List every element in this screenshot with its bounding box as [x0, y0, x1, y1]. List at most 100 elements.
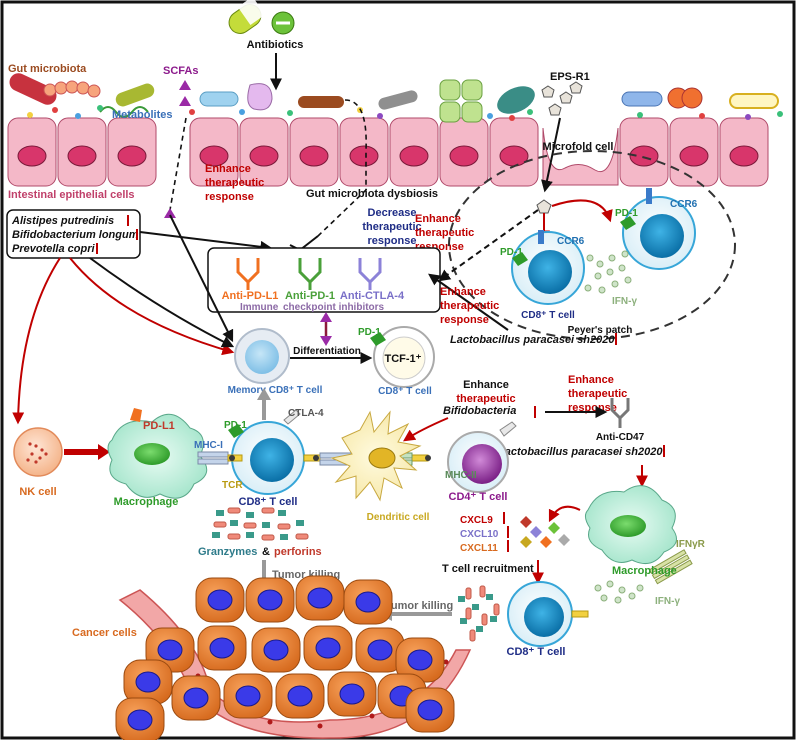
- anti-cd47-label: Anti-CD47: [596, 432, 645, 443]
- cancer-nucleus: [339, 683, 365, 705]
- enhance-response-3-line3: response: [440, 314, 489, 326]
- enhance-response-3-line1: Enhance: [440, 286, 486, 298]
- enhance-response-1-line1: Enhance: [205, 163, 251, 175]
- decrease-response-line1: Decrease: [368, 207, 417, 219]
- enhance-response-2-line2: therapeutic: [415, 227, 474, 239]
- perforins-label: perforins: [274, 546, 322, 558]
- memory-cd8-t-cell: [234, 328, 290, 384]
- epithelial-nucleus: [729, 145, 759, 167]
- cancer-nucleus: [417, 699, 443, 721]
- memory-cell-label: Memory CD8⁺ T cell: [228, 385, 323, 396]
- anti-ctla-4-antibody-icon: [358, 258, 382, 290]
- icb-immune-label: Immune: [240, 302, 279, 313]
- epithelial-nucleus: [199, 145, 229, 167]
- eps-r1-label: EPS-R1: [550, 71, 590, 83]
- lactobacillus-2-label: Lactobacillus paracasei sh2020: [498, 446, 663, 458]
- cxcl11-label: CXCL11: [460, 543, 498, 554]
- patch-to-icb-dashed-arrow: [438, 209, 539, 282]
- ctla4-label: CTLA-4: [288, 408, 324, 419]
- pd1-label-top: PD-1: [615, 208, 638, 219]
- cxcl10-label: CXCL10: [460, 529, 499, 540]
- lactobacillus-1-label: Lactobacillus paracasei sh2020: [450, 334, 615, 346]
- epithelial-nucleus: [67, 145, 97, 167]
- enhance-response-3-line2: therapeutic: [440, 300, 499, 312]
- cd4-t-cell: [447, 421, 517, 493]
- epithelial-nucleus: [299, 145, 329, 167]
- epithelial-nucleus: [117, 145, 147, 167]
- epithelial-cells-label: Intestinal epithelial cells: [8, 189, 135, 201]
- nk-to-macrophage-arrowhead: [98, 444, 110, 460]
- microfold-cell-label: Microfold cell: [543, 141, 614, 153]
- pd-l1-label: PD-L1: [143, 420, 175, 432]
- tcf1-t-cell: [370, 326, 435, 388]
- cancer-nucleus: [287, 685, 313, 707]
- cancer-cells-cluster: [115, 575, 455, 740]
- cancer-nucleus: [183, 687, 209, 709]
- epithelial-nucleus: [17, 145, 47, 167]
- cd8-bottom-label: CD8⁺ T cell: [507, 646, 566, 658]
- pd1-label-tcf: PD-1: [358, 327, 381, 338]
- scfas-label: SCFAs: [163, 65, 198, 77]
- cancer-nucleus: [209, 637, 235, 659]
- cxcl-up-arrows: [503, 512, 509, 552]
- enhance-4-word1: Enhance: [568, 374, 614, 386]
- enhance-response-4-line2: therapeutic: [456, 393, 515, 405]
- gut-microbiota-label: Gut microbiota: [8, 63, 87, 75]
- epithelial-nucleus: [449, 145, 479, 167]
- ifn-gamma-label-top: IFN-γ: [612, 296, 637, 307]
- ifngr-label: IFNγR: [676, 539, 706, 550]
- ifn-gamma-dots-bottom: [594, 580, 644, 604]
- anti-pd-l1-antibody-icon: [236, 258, 260, 290]
- enhance-response-1-line3: response: [205, 191, 254, 203]
- bacteria-alistipes: Alistipes putredinis: [11, 215, 114, 227]
- differentiation-label: Differentiation: [293, 346, 361, 357]
- cancer-nucleus: [207, 589, 233, 611]
- bifidobacteria-label: Bifidobacteria: [443, 405, 516, 417]
- icb-diff-arrow-up-head: [320, 312, 332, 322]
- macrophage-left-label: Macrophage: [114, 496, 179, 508]
- peyers-patch-outline: [448, 150, 736, 340]
- epithelial-nucleus: [399, 145, 429, 167]
- cd8-tcf-label: CD8⁺ T cell: [378, 386, 432, 397]
- cancer-nucleus: [315, 637, 341, 659]
- lactobacillus-to-icb-arrow: [428, 273, 509, 331]
- macrophage-right-label: Macrophage: [612, 565, 677, 577]
- bacteria-bifidobacterium: Bifidobacterium longum: [12, 229, 139, 241]
- intestinal-epithelium: [7, 117, 769, 187]
- ccr6-label-top: CCR6: [670, 199, 698, 210]
- cd8-t-cell-bottom: [507, 581, 589, 647]
- anti-pd-1-label: Anti-PD-1: [285, 290, 335, 302]
- granzymes-right-icons: [458, 585, 500, 642]
- scfas-dashed-line: [169, 117, 187, 211]
- t-cell-recruitment-label: T cell recruitment: [442, 563, 534, 575]
- bacteria-box: [6, 209, 141, 259]
- microfold-cell-shape: [542, 127, 619, 186]
- cd4-label: CD4⁺ T cell: [449, 491, 508, 503]
- metabolites-label: Metabolites: [112, 109, 173, 121]
- macrophage-to-cxcl-arrow: [548, 505, 581, 523]
- bacteria-prevotella: Prevotella copri: [12, 243, 95, 255]
- granzymes-label: Granzymes: [198, 546, 257, 558]
- scfa-triangle-marker: [164, 208, 176, 218]
- bacteria-to-memory-arrow-black: [89, 257, 235, 348]
- decrease-response-line3: response: [368, 235, 417, 247]
- epithelial-nucleus: [499, 145, 529, 167]
- icb-diff-arrow-down-head: [320, 336, 332, 346]
- anti-ctla-4-label: Anti-CTLA-4: [340, 290, 405, 302]
- cxcl9-label: CXCL9: [460, 515, 493, 526]
- eps-r1-pentagons: [541, 81, 583, 116]
- decrease-response-line2: therapeutic: [362, 221, 421, 233]
- ccr6-label-bottom: CCR6: [557, 236, 585, 247]
- anti-pd-l1-label: Anti-PD-L1: [222, 290, 279, 302]
- antibiotics-label: Antibiotics: [247, 39, 304, 51]
- enhance-response-1-line2: therapeutic: [205, 177, 264, 189]
- epithelial-nucleus: [679, 145, 709, 167]
- enhance-response-4-line1: Enhance: [463, 379, 509, 391]
- enhance-response-2-line1: Enhance: [415, 213, 461, 225]
- cd8-t-cell-peyer: [511, 230, 585, 305]
- eps-r1-arrow: [541, 117, 561, 193]
- epithelial-nucleus: [349, 145, 379, 167]
- cancer-nucleus: [235, 685, 261, 707]
- ifn-gamma-label-bottom: IFN-γ: [655, 596, 680, 607]
- peyers-patch-label: Peyer's patch: [568, 325, 633, 336]
